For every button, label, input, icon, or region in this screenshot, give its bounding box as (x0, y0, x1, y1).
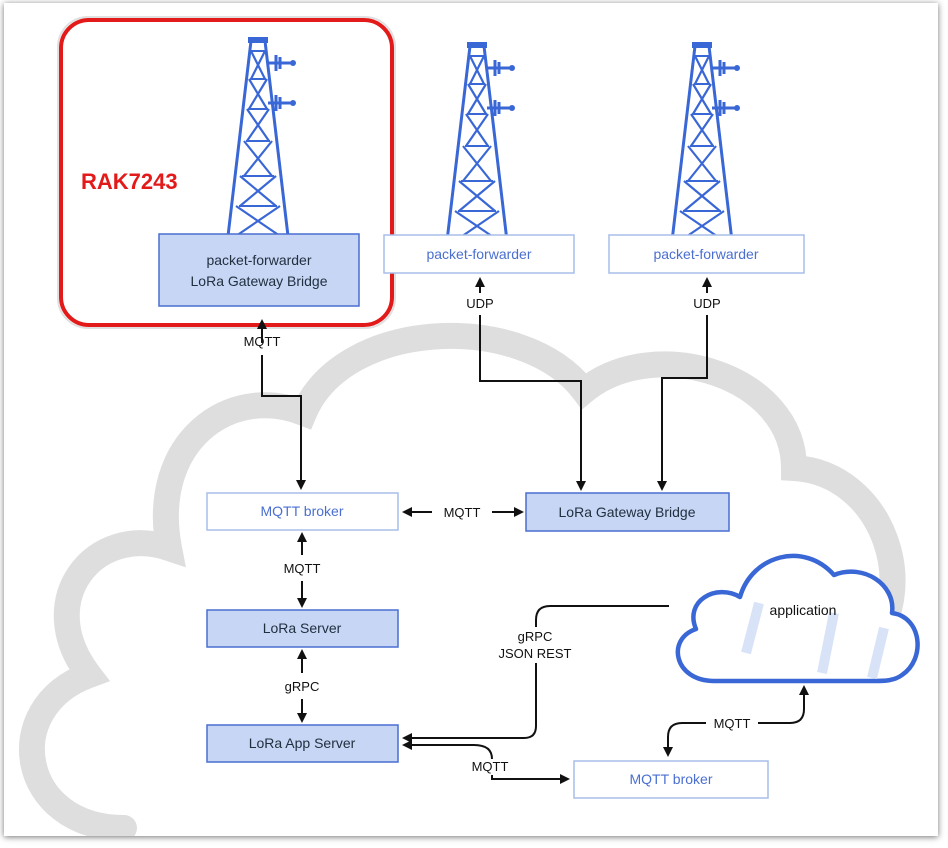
node-label: MQTT broker (630, 771, 713, 787)
gateway-line: packet-forwarder (426, 246, 531, 262)
edge-label: MQTT (472, 759, 509, 774)
node-label: LoRa App Server (249, 735, 356, 751)
gateway-2-box: packet-forwarder (383, 234, 575, 274)
lora-server-box: LoRa Server (206, 609, 399, 648)
gateway-line: packet-forwarder (653, 246, 758, 262)
node-label: LoRa Gateway Bridge (559, 504, 696, 520)
highlight-label: RAK7243 (81, 169, 178, 194)
lora-app-server-box: LoRa App Server (206, 724, 399, 763)
diagram-frame: RAK7243 packet-forwarder LoRa Gateway Br… (4, 3, 938, 836)
gateway-line: packet-forwarder (206, 252, 311, 268)
node-label: LoRa Server (263, 620, 342, 636)
architecture-diagram: RAK7243 packet-forwarder LoRa Gateway Br… (19, 16, 920, 836)
edge-label: JSON REST (499, 646, 572, 661)
edge-label: MQTT (714, 716, 751, 731)
mqtt-broker-top-box: MQTT broker (206, 492, 399, 531)
mqtt-broker-bottom-box: MQTT broker (573, 760, 769, 799)
edge-label: MQTT (284, 561, 321, 576)
gateway-3-box: packet-forwarder (608, 234, 805, 274)
edge-label: MQTT (444, 505, 481, 520)
tower-icon (226, 35, 298, 238)
gateway-rak7243-box: packet-forwarder LoRa Gateway Bridge (158, 233, 360, 307)
edge-label: gRPC (285, 679, 320, 694)
tower-icon (445, 40, 517, 243)
edge-label: gRPC (518, 629, 553, 644)
highlight-frame (59, 18, 394, 327)
gateway-line: LoRa Gateway Bridge (191, 273, 328, 289)
edge-label: UDP (466, 296, 493, 311)
lora-gateway-bridge-box: LoRa Gateway Bridge (525, 492, 730, 532)
node-label: application (770, 602, 837, 618)
cloud-outline (19, 322, 906, 836)
node-label: MQTT broker (261, 503, 344, 519)
edge-label: UDP (693, 296, 720, 311)
edge-label: MQTT (244, 334, 281, 349)
application-cloud: application (675, 553, 920, 684)
tower-icon (670, 40, 742, 243)
